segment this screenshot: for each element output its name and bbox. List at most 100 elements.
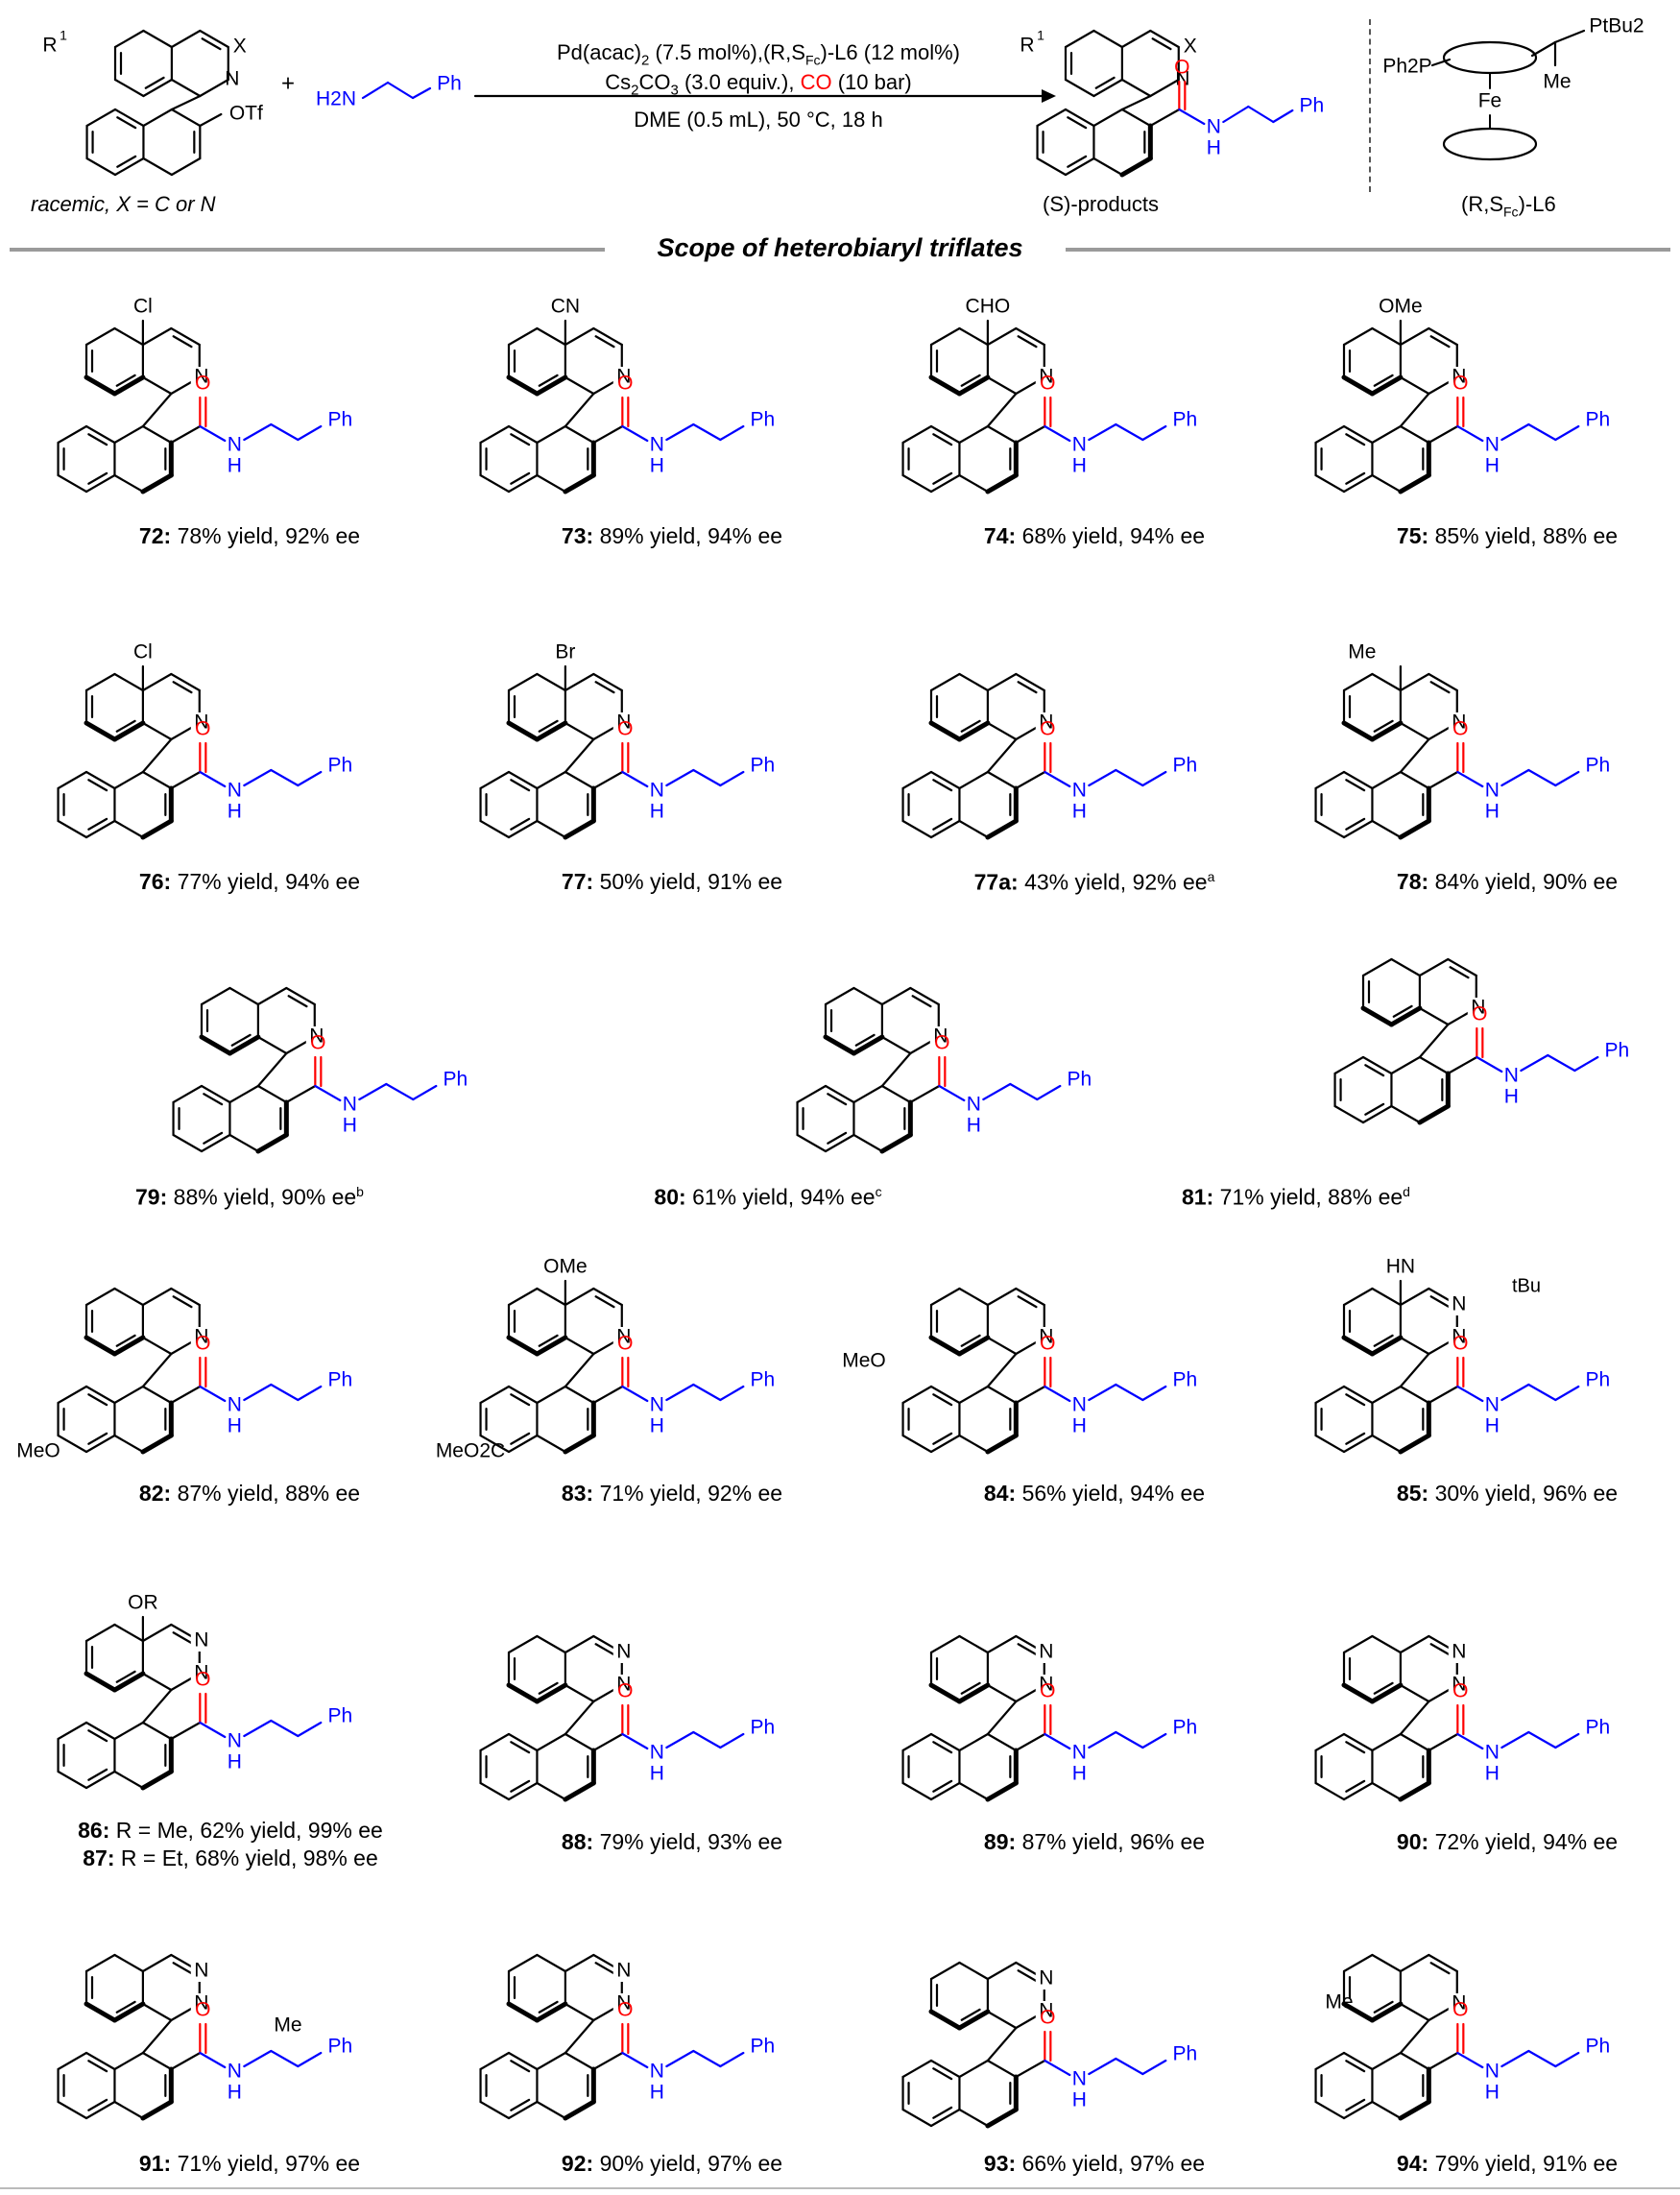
ethyl-bond [243,1383,273,1402]
naphthalene-right-bond [1398,472,1431,494]
nitrogen-label: N [194,366,208,388]
amine-bond [361,81,390,100]
hetero-right-bond [564,1953,595,1973]
hetero-left-bond [958,326,989,347]
hetero-left-bond [824,986,855,1006]
caption-84: 84: 56% yield, 94% ee [983,1481,1206,1506]
amide-n-bond [1178,108,1206,126]
amide-n-bond [1044,1385,1071,1403]
ethyl-bond [1115,768,1144,787]
hetero-right-double-bond [1429,1295,1451,1309]
hetero-left-double-bond [1392,1004,1413,1018]
nitrogen-label: N [194,1960,208,1982]
nitrogen-label: N [616,712,631,734]
amide-c-bond [1015,424,1046,445]
product-naphthalene-left-bond [1036,108,1068,128]
naphthalene-left-bond [57,2051,88,2071]
naphthalene-right-bond [1398,2099,1431,2121]
carbonyl-oxygen-label: O [195,718,210,740]
naphthalene-right-bond [536,1781,566,1801]
ethyl-bond [1527,2049,1557,2068]
ethyl-bond [1141,2059,1167,2076]
naphthalene-right-bond [140,1769,174,1791]
n-mask [190,367,208,388]
hetero-left-bond [929,1634,961,1654]
phenyl-label: Ph [327,1705,352,1727]
n-mask [190,712,208,734]
substituent-label: Me [1348,641,1376,663]
naphthalene-right-bond [140,1433,174,1455]
hetero-right-double-bond [594,1962,615,1975]
hetero-left-bond [1369,2001,1404,2023]
hetero-right-bond [1418,957,1450,977]
amide-n-bond [1456,1385,1484,1403]
ethyl-bond [1527,1383,1557,1402]
caption-88: 88: 79% yield, 93% ee [561,1829,783,1854]
hetero-left-bond [958,1961,989,1981]
hetero-right-bond [564,672,595,692]
naphthalene-left-bond [1314,819,1346,839]
hetero-left-bond [852,986,883,1006]
hetero-left-bond [84,1287,116,1307]
naphthalene-left-bond [1314,1434,1346,1454]
hetero-left-bond [929,1961,961,1981]
carbonyl-oxygen-label: O [1040,1680,1055,1702]
naphthalene-right-bond [985,818,1019,840]
hetero-left-double-bond [960,374,981,387]
n-mask [1448,1327,1466,1348]
hetero-right-bond [986,375,1018,396]
ethyl-bond [1222,105,1250,124]
biaryl-axis-bond [986,1700,1018,1736]
naphthalene-left-bond [84,1434,116,1454]
amine-h2n-label: H2N [316,88,356,110]
hetero-left-bond [84,1953,116,1973]
hetero-left-double-bond [115,1670,136,1683]
caption-73: 73: 89% yield, 94% ee [561,523,783,548]
amide-n-bond [199,1385,227,1403]
amide-hydrogen-label: H [1485,1763,1500,1785]
naphthalene-right-bond [958,473,989,494]
ethyl-bond [243,1719,273,1738]
ethyl-bond [692,1730,722,1749]
naphthalene-right-bond [1399,1732,1430,1752]
naphthalene-right-bond [958,819,989,839]
naphthalene-left-double-bond [510,1779,531,1793]
amide-nitrogen-label: N [1072,780,1087,802]
arrow-head [1042,89,1056,103]
hetero-left-bond [928,2009,962,2031]
naphthalene-right-bond [958,770,989,790]
ethyl-bond [1573,1055,1599,1073]
naphthalene-left-bond [479,770,511,790]
n-mask [190,1993,208,2014]
hetero-left-bond [1371,1953,1402,1973]
n-mask [612,1675,631,1696]
hetero-left-bond [1369,1335,1404,1357]
naphthalene-left-double-bond [1345,779,1366,792]
carbonyl-oxygen-label: O [617,1333,633,1355]
naphthalene-left-bond [1361,1104,1393,1124]
reactant-naphthalene-right-bond [142,108,173,128]
hetero-left-bond [228,986,259,1006]
naphthalene-left-bond [1314,1385,1346,1405]
biaryl-axis-bond [564,1352,595,1388]
naphthalene-right-bond [141,770,173,790]
reactant-naphthalene-left-bond [85,108,117,128]
hetero-right-bond [592,1287,623,1307]
hetero-left-bond [958,1287,989,1307]
bottom-rule [0,2187,1680,2189]
carbonyl-oxygen-label: O [195,1669,210,1691]
amide-hydrogen-label: H [1207,137,1221,159]
caption-75: 75: 85% yield, 88% ee [1396,523,1619,548]
naphthalene-right-bond [958,1434,989,1454]
ethyl-bond [665,2049,695,2068]
nitrogen-label: N [616,1992,631,2014]
ethyl-bond [1554,770,1580,787]
hetero-left-bond [507,1634,539,1654]
naphthalene-left-double-bond [1364,1064,1385,1077]
naphthalene-right-bond [564,1385,595,1405]
cp-ring-bottom [1442,127,1538,161]
hetero-left-bond [956,720,991,742]
